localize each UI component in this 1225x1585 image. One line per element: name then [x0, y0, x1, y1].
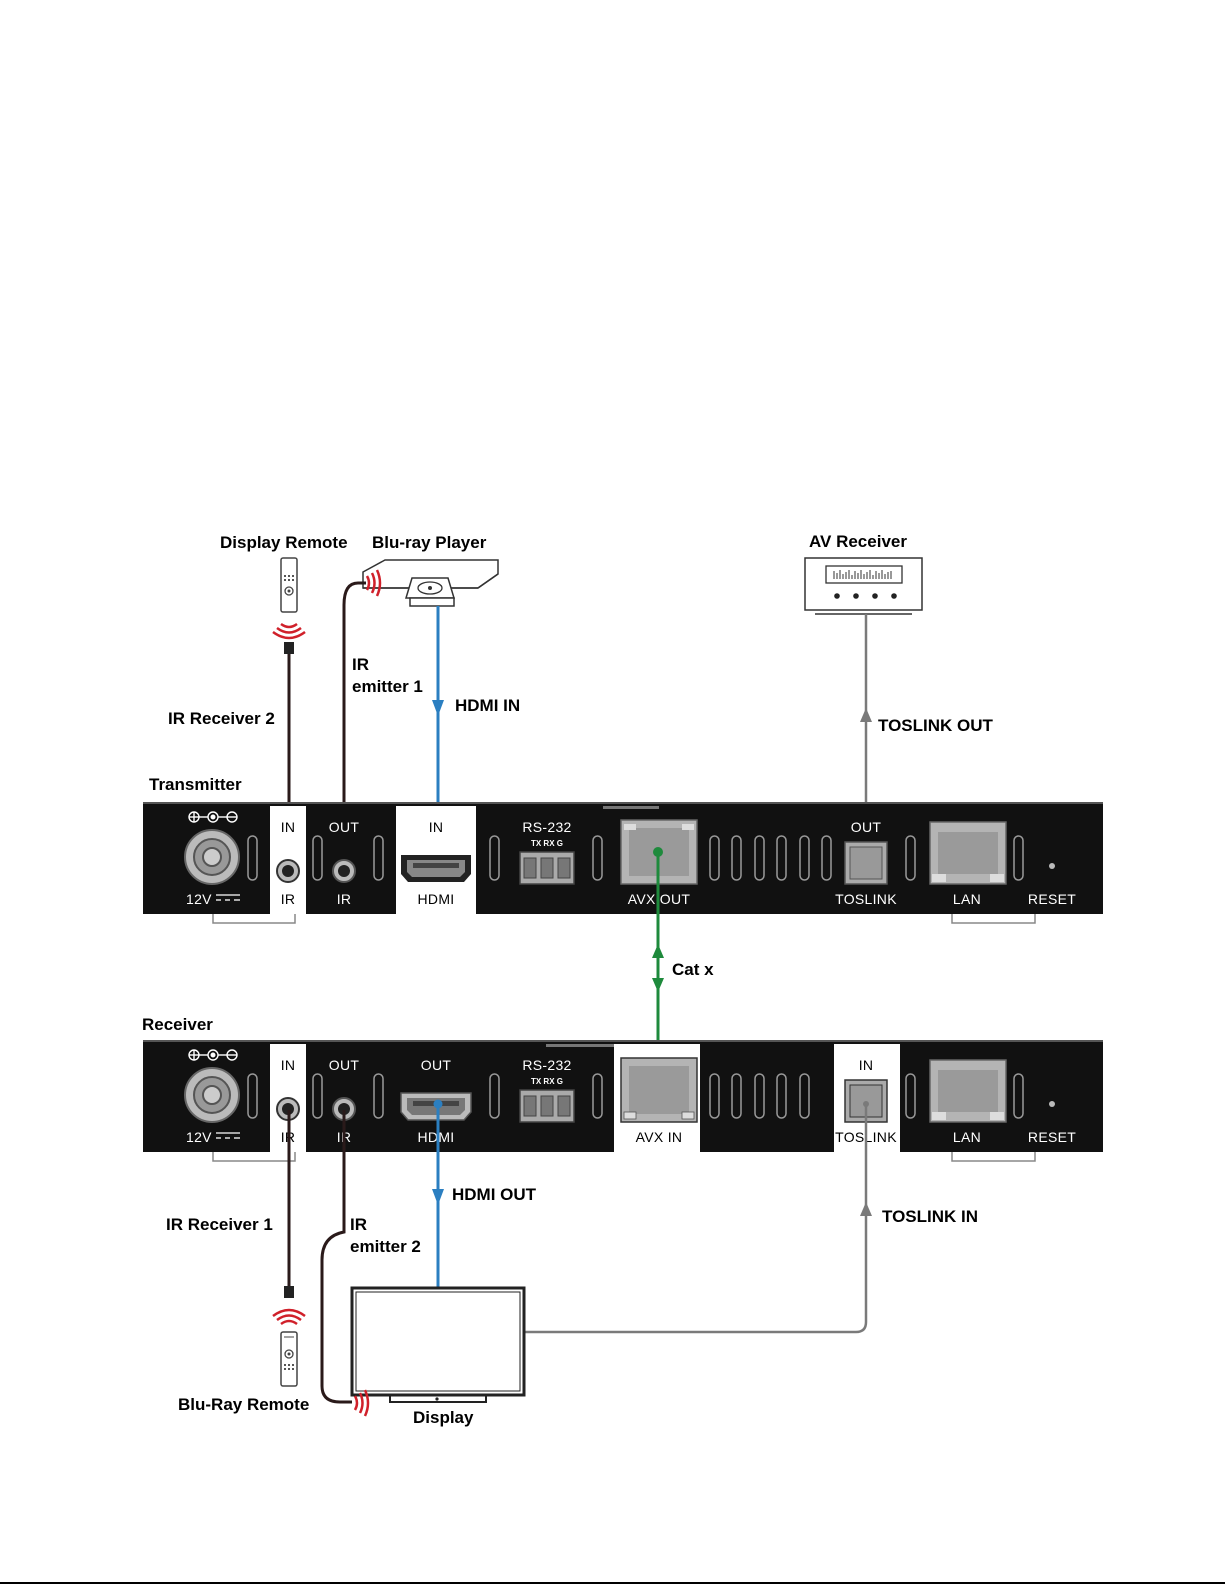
tx-reset-label: RESET [1028, 891, 1076, 907]
rx-ir-in-top-label: IN [281, 1057, 296, 1073]
rx-reset-label: RESET [1028, 1129, 1076, 1145]
cat-x-label: Cat x [672, 960, 714, 979]
tx-ir-in-bottom-label: IR [281, 891, 296, 907]
tx-ir-in-top-label: IN [281, 819, 296, 835]
transmitter-label: Transmitter [149, 775, 242, 794]
ir-emitter-2-line1: IR [350, 1215, 367, 1234]
rx-rs232-label: RS-232 [522, 1057, 571, 1073]
ir-signal-icon [365, 569, 382, 597]
rx-ir-out-port [332, 1097, 356, 1121]
rx-ir-out-top-label: OUT [329, 1057, 360, 1073]
ir-signal-icon [272, 1308, 306, 1326]
tx-lan-label: LAN [953, 891, 981, 907]
toslink-in-arrow [860, 1202, 872, 1216]
dc-power-jack-icon [184, 829, 240, 885]
av-receiver-label: AV Receiver [809, 532, 907, 551]
tx-toslink-bottom-label: TOSLINK [835, 891, 897, 907]
rx-hdmi-bottom-label: HDMI [418, 1129, 455, 1145]
ir-signal-icon [353, 1389, 370, 1417]
toslink-out-arrow [860, 708, 872, 722]
rx-rs232-terminal [519, 1089, 575, 1123]
rx-lan-port [929, 1059, 1007, 1123]
bluray-player-icon [362, 559, 499, 607]
ir-emitter-1-line2: emitter 1 [352, 677, 423, 696]
hdmi-out-cable [432, 1099, 444, 1288]
ir-receiver-1-cable [284, 1110, 294, 1298]
bluray-remote-icon [280, 1331, 298, 1387]
ir-emitter-2-line2: emitter 2 [350, 1237, 421, 1256]
av-receiver-icon [804, 557, 923, 615]
ir-emitter-1-label: IR emitter 1 [352, 655, 423, 696]
toslink-in-label: TOSLINK IN [882, 1207, 978, 1226]
tx-hdmi-bottom-label: HDMI [418, 891, 455, 907]
bluray-player-label: Blu-ray Player [372, 533, 487, 552]
dc-power-jack-icon [184, 1067, 240, 1123]
dc-symbol-icon [216, 1132, 240, 1139]
toslink-out-label: TOSLINK OUT [878, 716, 994, 735]
vent-slots [247, 1073, 1024, 1119]
display-remote-icon [280, 557, 298, 613]
toslink-in-cable [524, 1106, 868, 1334]
tx-hdmi-top-label: IN [429, 819, 444, 835]
ir-emitter-1-line1: IR [352, 655, 369, 674]
rx-avx-label: AVX IN [636, 1129, 683, 1145]
tx-power-label: 12V [186, 891, 212, 907]
ir-emitter-2-cable [320, 1110, 352, 1404]
tx-toslink-port [844, 841, 888, 885]
tx-ir-out-bottom-label: IR [337, 891, 352, 907]
receiver-panel: 12V IN IR OUT [143, 1040, 1103, 1162]
tx-ir-in-port [276, 859, 300, 883]
transmitter-panel: 12V IN IR OUT [143, 802, 1103, 924]
ir-receiver-2-label: IR Receiver 2 [168, 709, 275, 728]
tx-toslink-top-label: OUT [851, 819, 882, 835]
rx-reset-button [1049, 1101, 1055, 1107]
ir-signal-icon [272, 622, 306, 640]
tx-ir-out-port [332, 859, 356, 883]
rx-rs232-pins-label: TX RX G [531, 1077, 563, 1086]
tx-rs232-label: RS-232 [522, 819, 571, 835]
ir-receiver-1-label: IR Receiver 1 [166, 1215, 273, 1234]
power-polarity-icon [188, 811, 238, 823]
tx-hdmi-port [401, 855, 471, 882]
hdmi-in-label: HDMI IN [455, 696, 520, 715]
display-remote-label: Display Remote [220, 533, 348, 552]
ir-emitter-1-cable [342, 581, 366, 870]
tx-rs232-terminal [519, 851, 575, 885]
display-tv-icon [350, 1286, 526, 1403]
tx-lan-port [929, 821, 1007, 885]
display-label: Display [413, 1408, 474, 1427]
hdmi-out-label: HDMI OUT [452, 1185, 537, 1204]
rx-hdmi-top-label: OUT [421, 1057, 452, 1073]
rx-lan-label: LAN [953, 1129, 981, 1145]
power-polarity-icon [188, 1049, 238, 1061]
tx-reset-button [1049, 863, 1055, 869]
bluray-remote-label: Blu-Ray Remote [178, 1395, 309, 1414]
ir-emitter-2-label: IR emitter 2 [350, 1215, 421, 1256]
rx-avx-in-port [620, 1057, 698, 1123]
rx-toslink-top-label: IN [859, 1057, 874, 1073]
rx-power-label: 12V [186, 1129, 212, 1145]
vent-slots [247, 835, 1024, 881]
tx-ir-out-top-label: OUT [329, 819, 360, 835]
tx-rs232-pins-label: TX RX G [531, 839, 563, 848]
receiver-label: Receiver [142, 1015, 213, 1034]
dc-symbol-icon [216, 894, 240, 901]
